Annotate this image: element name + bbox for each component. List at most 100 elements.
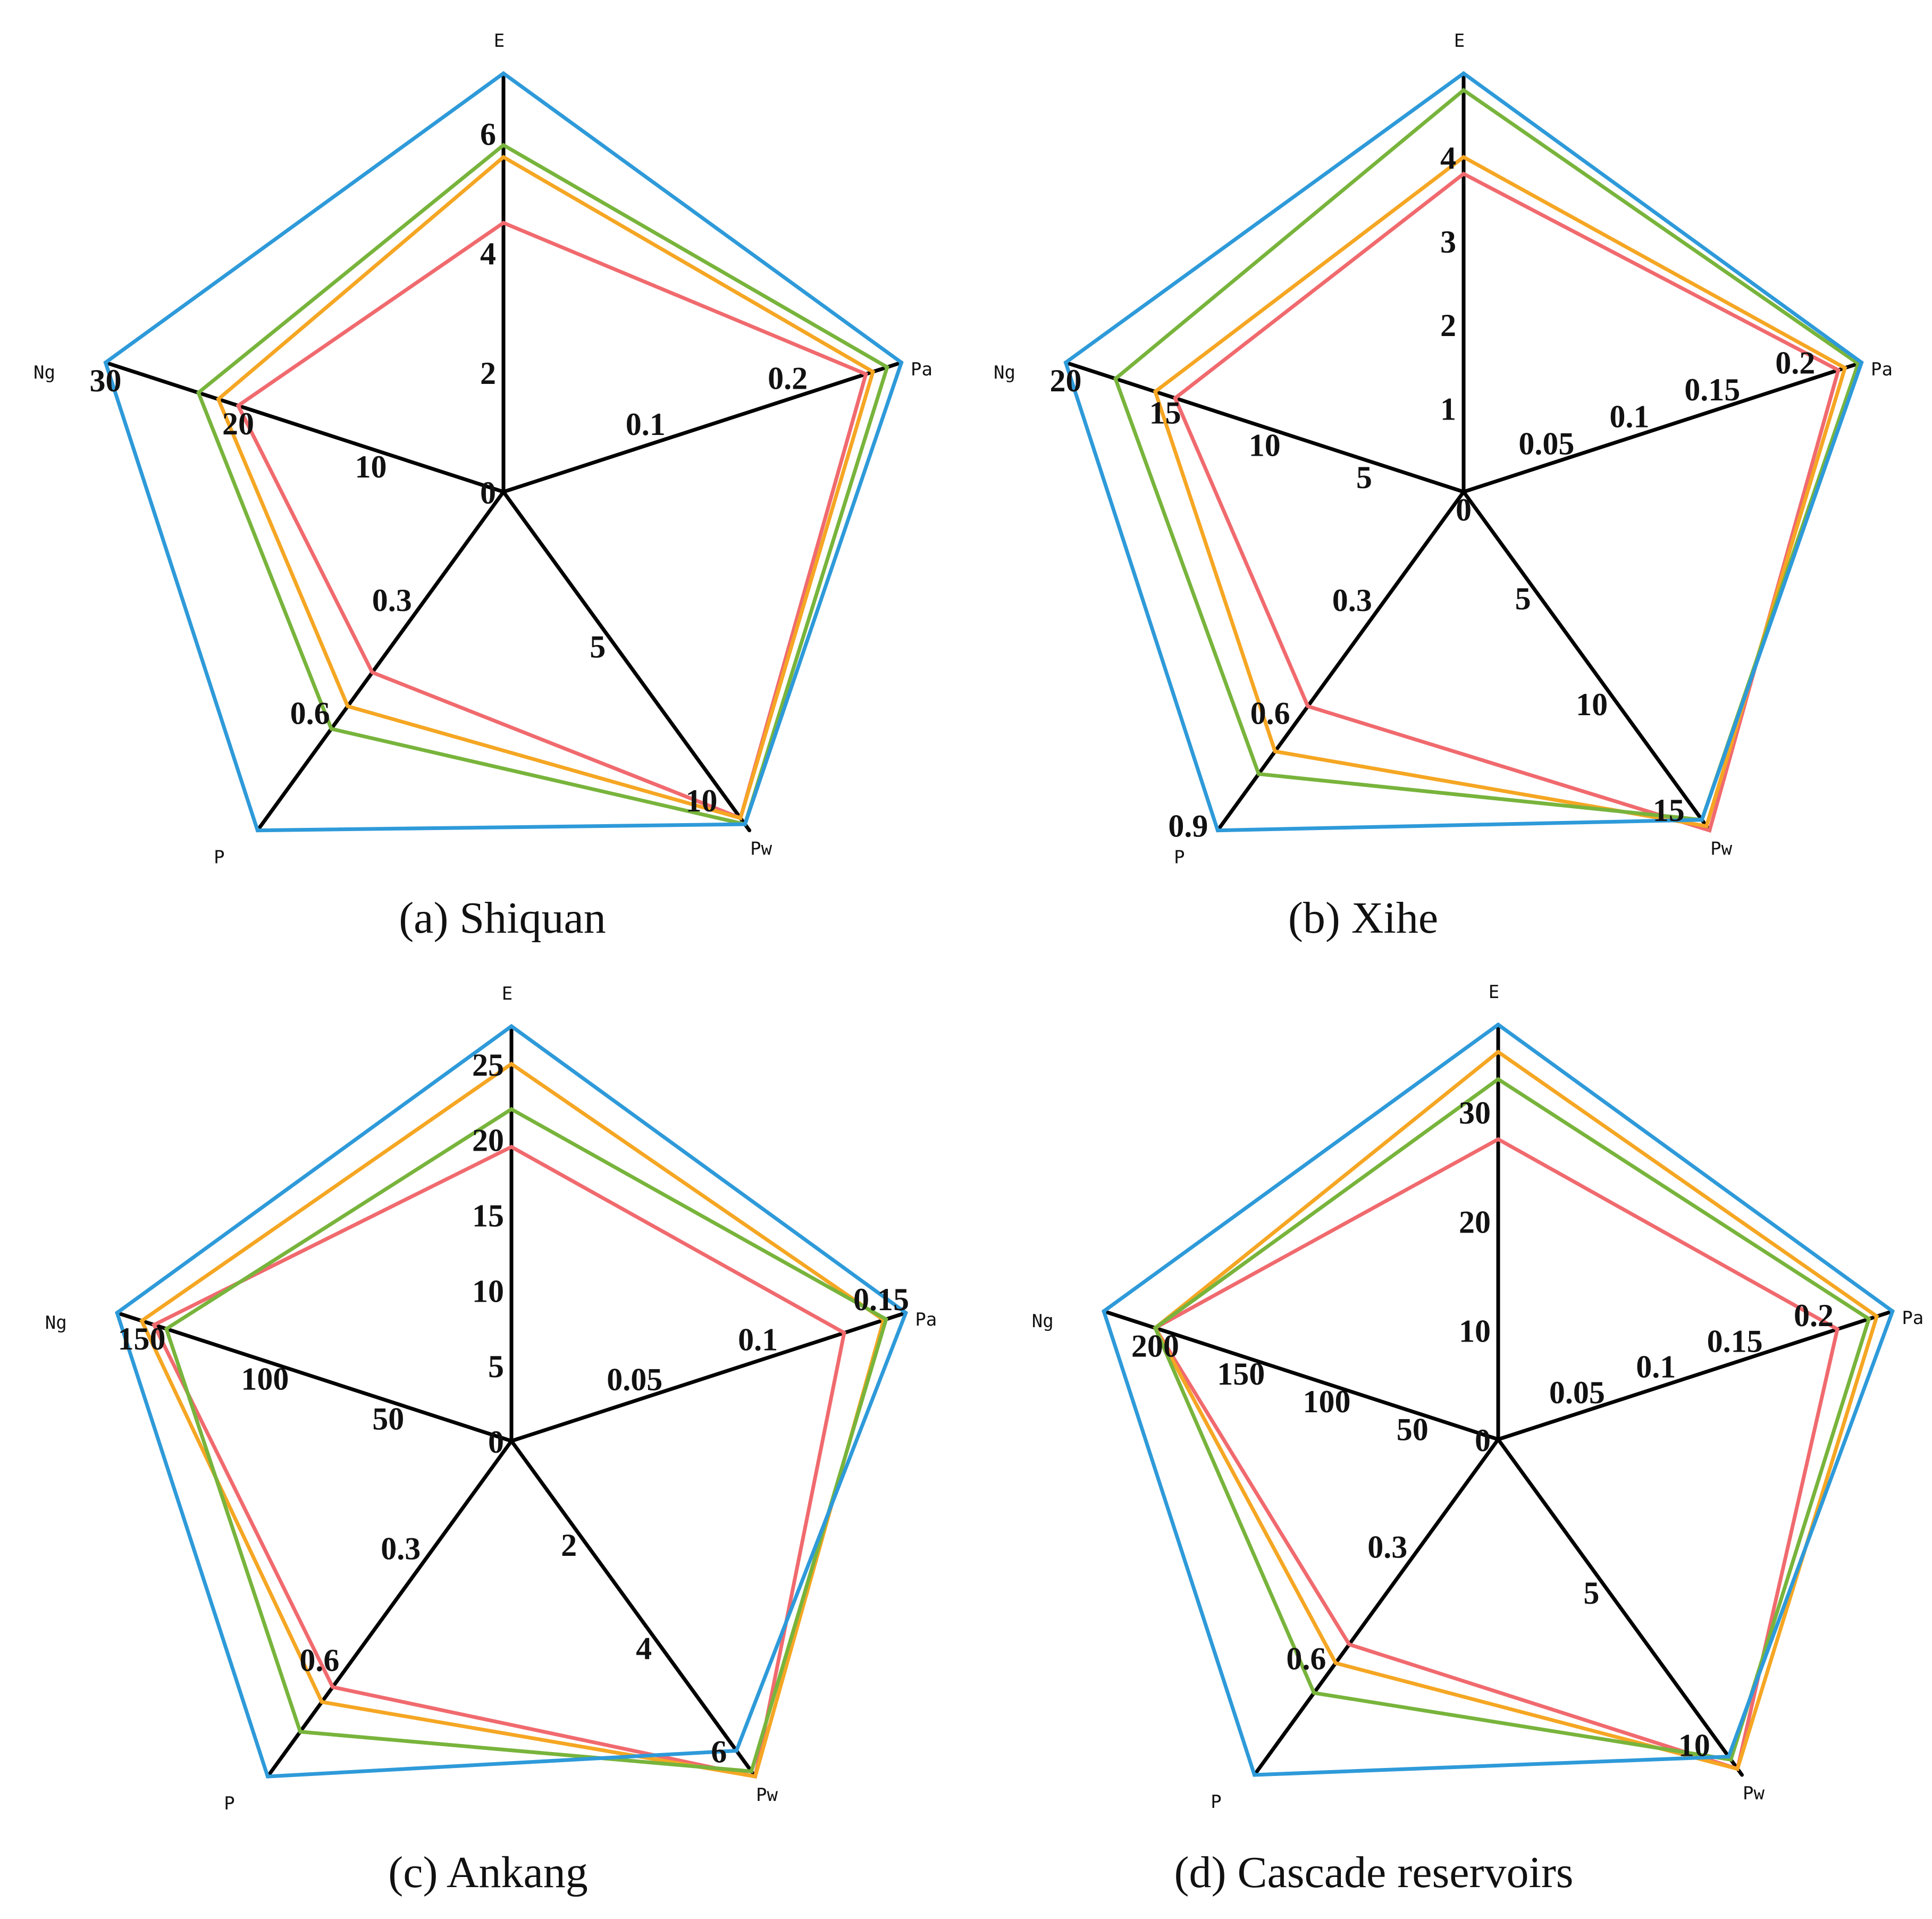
series-point-blue-p [1253, 1774, 1256, 1776]
series-polygon-green [1153, 1077, 1871, 1762]
tick-label-e: 30 [1459, 1095, 1491, 1130]
series-point-green-ng [197, 391, 200, 394]
tick-label-e: 10 [1459, 1314, 1491, 1349]
axis-name-pa: Pa [1902, 1308, 1923, 1329]
series-point-green-p [1313, 1691, 1315, 1694]
series-point-red-pa [1837, 369, 1839, 371]
series-point-blue-pa [900, 361, 903, 364]
tick-label-pa: 0.1 [626, 407, 666, 442]
series-point-orange-p [1274, 750, 1276, 753]
series-point-orange-pa [1844, 366, 1846, 369]
axis-line-pw [1461, 490, 1712, 833]
series-polygon-orange [1153, 1049, 1879, 1771]
axis-name-e: E [1454, 30, 1465, 52]
series-point-green-pa [1857, 362, 1860, 365]
tick-label-e: 6 [480, 116, 496, 152]
series-point-green-pw [750, 1770, 753, 1773]
series-polygon-red [236, 221, 868, 821]
series-polygon-green [164, 1107, 888, 1774]
series-point-blue-e [510, 1025, 513, 1027]
series-polygon-blue [1063, 71, 1864, 833]
series-point-blue-e [1497, 1024, 1499, 1026]
tick-label-pw: 15 [1653, 793, 1685, 828]
series-point-blue-e [1463, 72, 1465, 74]
tick-label-e: 5 [488, 1349, 504, 1384]
tick-label-e: 0 [480, 475, 496, 510]
series-point-green-p [1257, 773, 1260, 775]
tick-label-pw: 4 [636, 1631, 652, 1666]
tick-label-pa: 0.05 [1518, 426, 1574, 461]
tick-label-p: 0.3 [1367, 1529, 1407, 1564]
series-point-red-pa [1836, 1328, 1838, 1330]
series-point-blue-ng [1103, 1310, 1105, 1312]
series-point-green-e [1497, 1078, 1499, 1080]
axis-name-pw: Pw [1710, 839, 1732, 860]
series-point-orange-pw [1736, 1767, 1739, 1770]
tick-label-e: 0 [488, 1424, 504, 1460]
tick-label-e: 20 [472, 1123, 504, 1158]
series-point-orange-pa [872, 371, 874, 373]
tick-label-ng: 20 [1050, 363, 1082, 398]
tick-label-e: 20 [1459, 1205, 1491, 1240]
axis-name-pa: Pa [915, 1309, 937, 1330]
tick-label-ng: 200 [1131, 1328, 1179, 1363]
tick-label-e: 1 [1440, 392, 1456, 427]
tick-label-pa: 0.15 [853, 1282, 909, 1317]
tick-label-ng: 150 [1217, 1356, 1265, 1392]
tick-label-e: 2 [480, 356, 496, 391]
axis-name-p: P [214, 847, 224, 868]
axis-name-e: E [1489, 982, 1499, 1003]
series-point-red-ng [1174, 397, 1177, 399]
series-point-blue-p [256, 829, 259, 832]
series-point-orange-e [510, 1062, 513, 1065]
tick-label-p: 0.3 [1332, 583, 1372, 618]
series-polygon-blue [115, 1024, 909, 1779]
series-point-orange-p [347, 705, 349, 708]
axis-line-pa [1496, 1309, 1895, 1442]
tick-label-e: 4 [1440, 140, 1456, 175]
axis-name-pw: Pw [750, 839, 772, 860]
series-point-blue-e [502, 72, 505, 74]
series-point-red-ng [153, 1323, 155, 1326]
tick-label-ng: 50 [372, 1402, 404, 1437]
axis-line-pw [501, 490, 752, 833]
series-point-orange-e [1463, 156, 1465, 158]
tick-label-e: 15 [472, 1199, 504, 1234]
panel-caption: (b) Xihe [1288, 893, 1439, 943]
tick-label-pa: 0.1 [1609, 399, 1649, 434]
series-polygon-orange [1153, 155, 1847, 828]
axis-line-ng [1064, 361, 1466, 494]
tick-label-ng: 30 [90, 363, 122, 398]
axis-line-ng [115, 1311, 514, 1443]
axis-line-pw [509, 1439, 757, 1779]
panel-caption: (d) Cascade reservoirs [1174, 1848, 1574, 1897]
axis-name-pa: Pa [911, 359, 933, 380]
series-point-green-pa [1868, 1318, 1870, 1320]
series-point-green-e [510, 1108, 513, 1110]
series-point-orange-pa [1876, 1315, 1878, 1318]
series-point-red-e [1497, 1138, 1499, 1141]
radar-chart-svg: 12340.050.10.150.2510150.30.60.905101520… [994, 30, 1893, 868]
tick-label-ng: 20 [222, 406, 254, 441]
series-point-blue-pw [735, 1749, 738, 1752]
series-point-red-pw [1708, 829, 1711, 832]
series-polygon-green [196, 143, 889, 827]
axis-line-ng [1102, 1309, 1500, 1442]
tick-label-p: 0.3 [372, 583, 412, 618]
series-point-red-e [502, 222, 505, 224]
tick-label-ng: 15 [1149, 396, 1181, 431]
axis-line-p [255, 490, 506, 833]
series-point-orange-e [1497, 1051, 1499, 1053]
tick-label-pw: 2 [561, 1528, 577, 1563]
series-polygon-orange [216, 155, 876, 820]
series-point-blue-pa [1860, 361, 1863, 364]
axis-line-pa [509, 1311, 908, 1443]
tick-label-p: 0.6 [290, 696, 330, 731]
series-point-orange-ng [140, 1320, 143, 1322]
tick-label-pw: 5 [590, 629, 606, 664]
series-point-green-pa [885, 1318, 887, 1320]
tick-label-pa: 0.2 [768, 361, 808, 396]
